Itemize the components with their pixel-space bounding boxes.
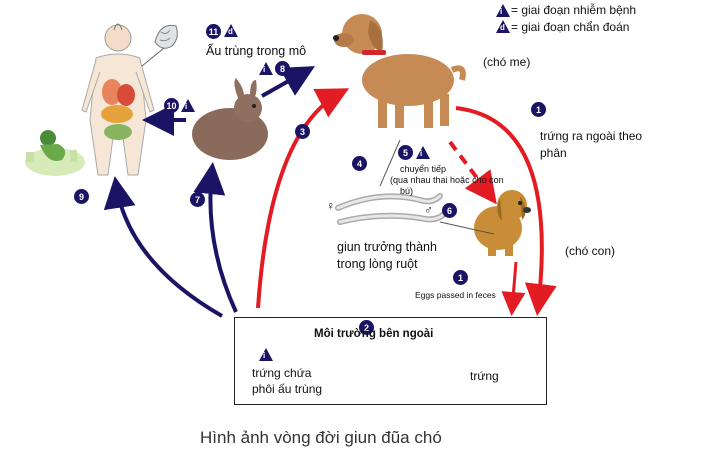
infective-stage-legend-icon: i bbox=[496, 4, 510, 17]
infective-stage-icon: i bbox=[181, 99, 195, 112]
step-7-badge: 7 bbox=[190, 192, 205, 207]
step-11-badge: 11 bbox=[206, 24, 221, 39]
eggs-out-feces-line-2: phân bbox=[540, 146, 567, 160]
adult-worms-line-1: giun trưởng thành bbox=[337, 240, 437, 254]
egg-label: trứng bbox=[470, 369, 499, 383]
male-symbol: ♂ bbox=[424, 203, 433, 217]
adult-worms-illustration bbox=[335, 139, 495, 235]
eggs-out-feces-line-1: trứng ra ngoài theo bbox=[540, 129, 643, 143]
caption: Hình ảnh vòng đời giun đũa chó bbox=[200, 428, 442, 447]
transmission-label-line-2: (qua nhau thai hoặc cho con bbox=[390, 175, 504, 185]
legend-diagnostic: = giai đoạn chẩn đoán bbox=[511, 20, 630, 34]
step-6-badge: 6 bbox=[442, 203, 457, 218]
puppy-illustration bbox=[474, 190, 531, 256]
eggs-passed-label: Eggs passed in feces bbox=[415, 290, 496, 300]
environment-label: Môi trường bên ngoài bbox=[314, 328, 434, 340]
infective-stage-icon: i bbox=[259, 348, 273, 361]
diagnostic-stage-icon: d bbox=[224, 24, 238, 37]
step-4-badge: 4 bbox=[352, 156, 367, 171]
larvae-in-tissue-label: Ấu trùng trong mô bbox=[206, 44, 307, 58]
mother-dog-illustration bbox=[333, 14, 466, 128]
step-1-badge: 1 bbox=[531, 102, 546, 117]
female-symbol: ♀ bbox=[326, 199, 335, 213]
blue-arrows bbox=[103, 66, 315, 318]
embryonated-egg-line-1: trứng chứa bbox=[252, 366, 312, 380]
step-8-badge: 8 bbox=[275, 61, 290, 76]
infective-stage-icon: i bbox=[259, 62, 273, 75]
transmission-label-line-1: chuyển tiếp bbox=[400, 164, 447, 174]
infective-stage-icon: i bbox=[416, 146, 430, 159]
mother-dog-label: (chó me) bbox=[483, 55, 531, 69]
transmission-label-line-3: bú) bbox=[400, 186, 414, 196]
brain-illustration bbox=[141, 24, 178, 67]
embryonated-egg-line-2: phôi ấu trùng bbox=[252, 382, 323, 396]
step-1-badge-eggs: 1 bbox=[453, 270, 468, 285]
child-illustration bbox=[25, 130, 85, 176]
step-2-badge: 2 bbox=[359, 320, 374, 335]
step-3-badge: 3 bbox=[295, 124, 310, 139]
environment-box bbox=[234, 317, 547, 405]
diagnostic-stage-legend-icon: d bbox=[496, 20, 510, 33]
rabbit-illustration bbox=[192, 78, 268, 160]
human-body-illustration bbox=[81, 23, 155, 176]
adult-worms-line-2: trong lòng ruột bbox=[337, 257, 418, 271]
step-9-badge: 9 bbox=[74, 189, 89, 204]
step-5-badge: 5 bbox=[398, 145, 413, 160]
legend-infective: = giai đoạn nhiễm bệnh bbox=[511, 3, 637, 17]
step-10-badge: 10 bbox=[164, 98, 179, 113]
puppy-label: (chó con) bbox=[565, 244, 616, 258]
